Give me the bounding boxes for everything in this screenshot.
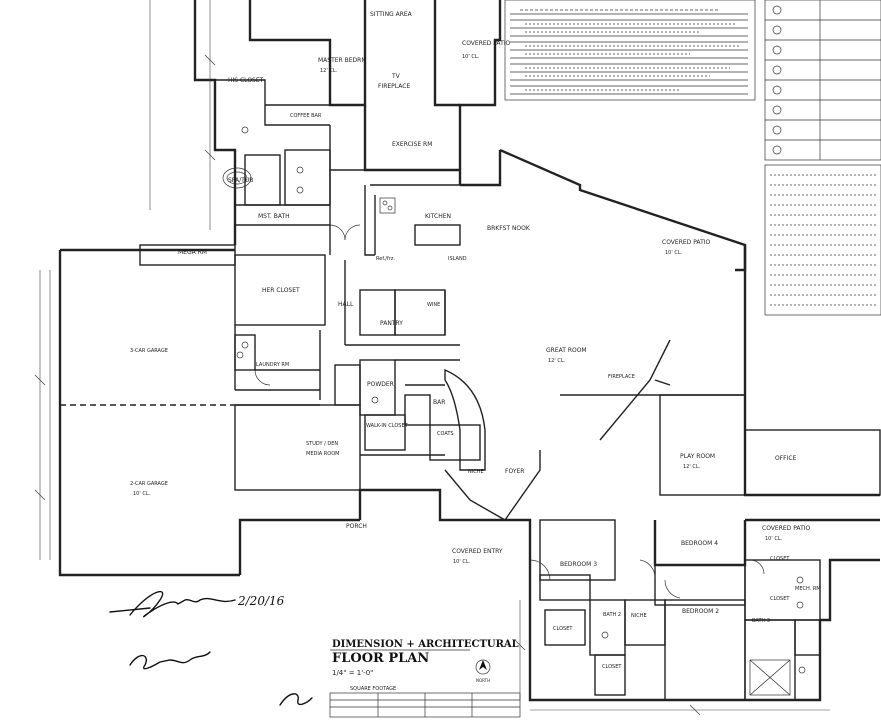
label-his-closet: HIS CLOSET xyxy=(228,77,264,84)
label-covered-entry: COVERED ENTRY xyxy=(452,548,503,555)
general-notes-block xyxy=(504,0,756,101)
sqft-header: SQUARE FOOTAGE xyxy=(350,686,396,692)
label-mech-rm: MECH. RM xyxy=(795,586,821,592)
label-closet-b3: CLOSET xyxy=(553,626,573,632)
label-sitting-area: SITTING AREA xyxy=(370,11,413,18)
label-kitchen: KITCHEN xyxy=(425,213,451,220)
label-pantry: PANTRY xyxy=(380,320,403,327)
label-three-car-garage: 3-CAR GARAGE xyxy=(130,348,168,354)
label-porch: PORCH xyxy=(346,523,367,530)
room-labels: SITTING AREA COVERED PATIO 10' CL. MASTE… xyxy=(130,11,821,670)
label-niche-2: NICHE xyxy=(631,613,647,619)
label-exercise-rm: EXERCISE RM xyxy=(392,141,432,148)
architect-signature xyxy=(129,590,236,618)
ceiling-note-b: 12' CL. xyxy=(320,68,338,74)
door-window-schedule xyxy=(764,0,881,161)
label-laundry-rm: LAUNDRY RM xyxy=(256,362,289,368)
label-closet-b2: CLOSET xyxy=(770,596,790,602)
title-block: DIMENSION + ARCHITECTURAL FLOOR PLAN 1/4… xyxy=(329,639,521,718)
north-label: NORTH xyxy=(476,678,490,683)
label-master-bedrm: MASTER BEDRM xyxy=(318,57,367,64)
label-hall: HALL xyxy=(338,301,354,308)
label-bath-3: BATH 3 xyxy=(752,618,770,624)
dimension-lines xyxy=(34,0,830,716)
signature-date: 2/20/16 xyxy=(237,594,285,608)
ceiling-note-d: 12' CL. xyxy=(548,358,566,364)
label-two-car-garage: 2-CAR GARAGE xyxy=(130,481,168,487)
label-niche: NICHE xyxy=(468,469,484,475)
label-covered-patio-right: COVERED PATIO xyxy=(662,239,710,246)
label-covered-patio-bottom: COVERED PATIO xyxy=(762,525,810,532)
label-island: ISLAND xyxy=(448,256,467,262)
signature-marks: 2/20/16 xyxy=(109,590,313,706)
label-closet-b4: CLOSET xyxy=(770,556,790,562)
label-foyer: FOYER xyxy=(505,468,524,475)
ceiling-note-a: 10' CL. xyxy=(462,54,480,60)
title-line-2: FLOOR PLAN xyxy=(332,651,429,666)
ceiling-note-c: 10' CL. xyxy=(665,250,683,256)
label-closet-bath2: CLOSET xyxy=(602,664,622,670)
title-scale: 1/4" = 1'-0" xyxy=(332,669,373,677)
initial-mark xyxy=(279,693,313,706)
label-fireplace-master: FIREPLACE xyxy=(378,83,410,90)
label-coats: COATS xyxy=(437,431,454,437)
second-signature xyxy=(129,651,211,670)
interior-walls xyxy=(60,79,881,701)
label-fireplace-great: FIREPLACE xyxy=(608,374,635,380)
ceiling-note-g: 10' CL. xyxy=(453,559,471,565)
label-media-room: MEDIA ROOM xyxy=(306,451,339,457)
label-spa-tub: SPA/TUB xyxy=(228,177,253,184)
label-powder: POWDER xyxy=(367,381,394,388)
label-bar: BAR xyxy=(433,399,445,406)
label-coffee-bar: COFFEE BAR xyxy=(290,113,322,119)
label-play-room: PLAY ROOM xyxy=(680,453,715,460)
exterior-walls xyxy=(58,0,880,702)
fixtures xyxy=(222,126,806,696)
label-tv: TV xyxy=(391,73,401,80)
title-line-1: DIMENSION + ARCHITECTURAL xyxy=(332,639,519,650)
label-covered-patio-top: COVERED PATIO xyxy=(462,40,510,47)
label-office: OFFICE xyxy=(775,455,797,462)
label-bedroom-2: BEDROOM 2 xyxy=(682,608,719,615)
label-walk-in-closet: WALK-IN CLOSET xyxy=(366,423,409,429)
north-arrow-pointer-icon xyxy=(479,660,487,670)
label-her-closet: HER CLOSET xyxy=(262,287,300,294)
ceiling-note-e: 12' CL. xyxy=(683,464,701,470)
label-great-room: GREAT ROOM xyxy=(546,347,587,354)
label-bedroom-3: BEDROOM 3 xyxy=(560,561,597,568)
label-mega-rm: MEGA RM xyxy=(178,249,207,256)
label-study-den: STUDY / DEN xyxy=(306,441,338,447)
ceiling-note-h: 10' CL. xyxy=(765,536,783,542)
label-breakfast-nook: BRKFST NOOK xyxy=(487,225,531,232)
label-wine: WINE xyxy=(427,302,440,308)
label-bath-2: BATH 2 xyxy=(603,612,621,618)
ceiling-note-f: 10' CL. xyxy=(133,491,151,497)
label-mst-bath: MST. BATH xyxy=(258,213,290,220)
structural-notes-block xyxy=(764,164,881,316)
label-bedroom-4: BEDROOM 4 xyxy=(681,540,718,547)
label-ref-frz: Ref./frz. xyxy=(376,256,395,262)
